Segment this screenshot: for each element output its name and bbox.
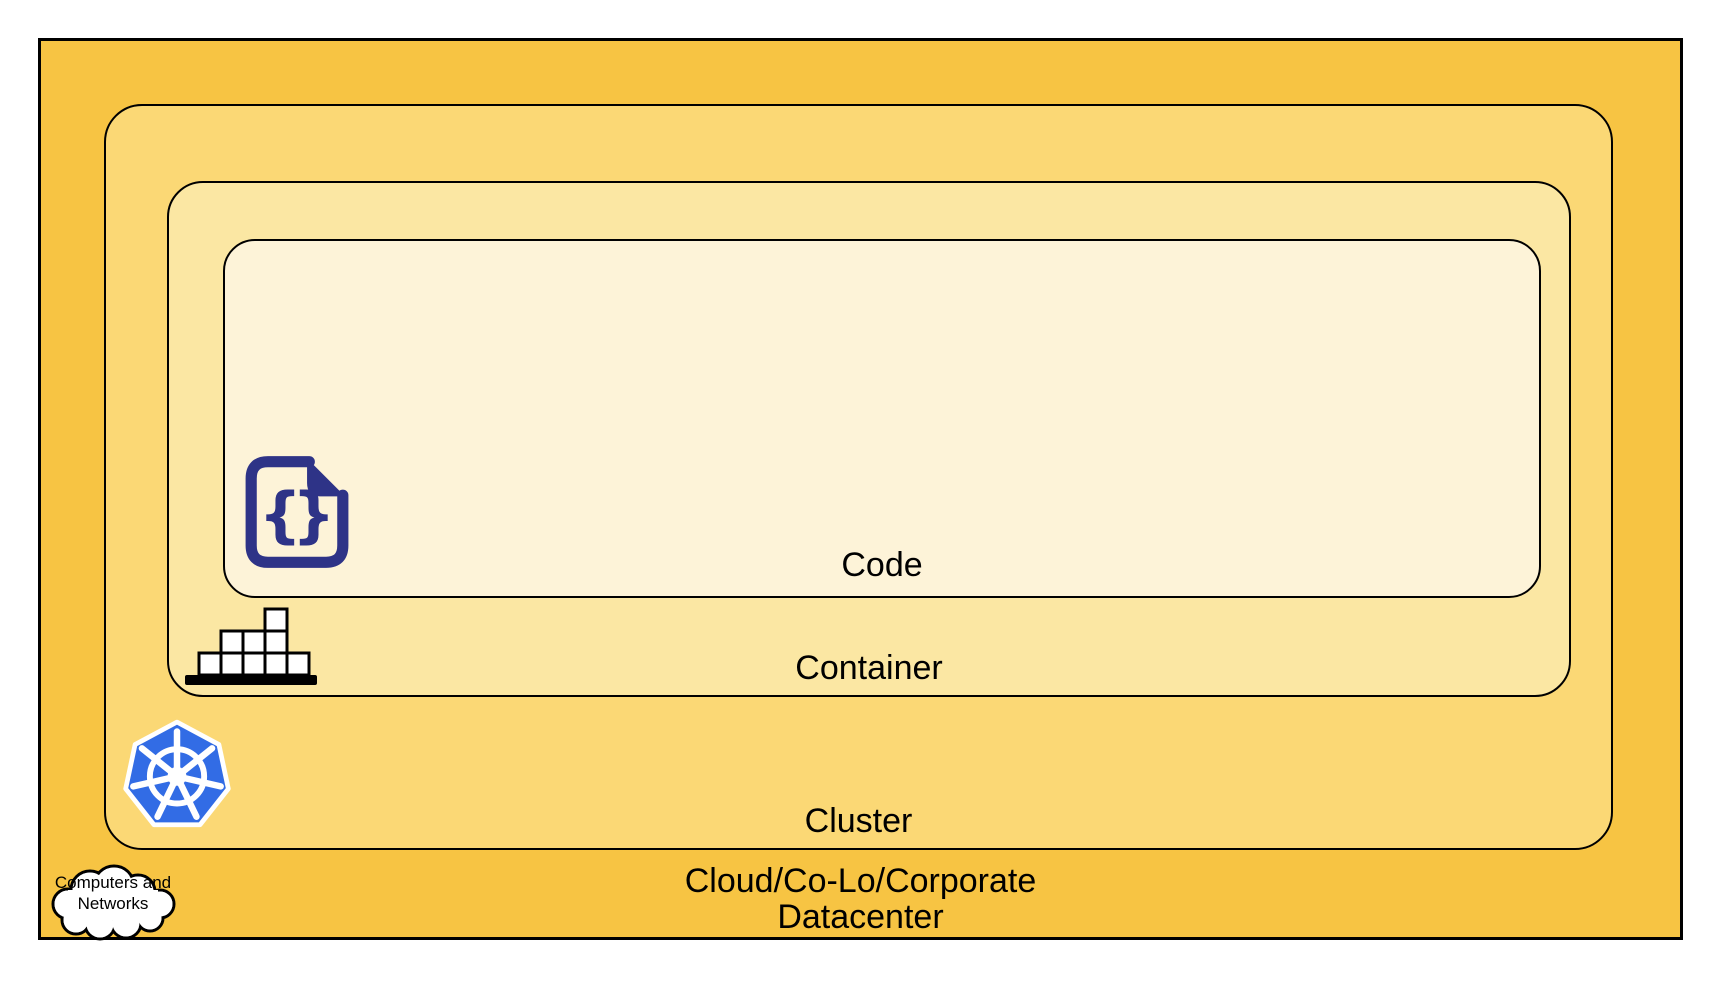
code-box: { } Code [223,239,1541,598]
cluster-box: { } Code [104,104,1613,850]
datacenter-box: { } Code [38,38,1683,940]
datacenter-label-line1: Cloud/Co-Lo/Corporate [684,861,1037,900]
code-label: Code [841,545,923,584]
kubernetes-icon [123,719,231,828]
brace-right-glyph: } [292,480,335,550]
container-box: { } Code [167,181,1571,697]
cloud-text-line1: Computers and [54,873,172,892]
code-file-icon: { } [245,456,349,568]
container-label: Container [795,648,943,687]
cloud-icon [51,864,176,941]
cloud-callout-text: Computers and Networks [38,872,188,915]
datacenter-label: Cloud/Co-Lo/Corporate Datacenter [41,863,1680,935]
datacenter-label-line2: Datacenter [777,897,944,936]
computers-networks-cloud: Computers and Networks [38,846,188,941]
cloud-text-line2: Networks [77,894,149,914]
cluster-label: Cluster [804,801,913,840]
brace-left-glyph: { [259,480,302,550]
container-blocks-icon [185,607,317,685]
